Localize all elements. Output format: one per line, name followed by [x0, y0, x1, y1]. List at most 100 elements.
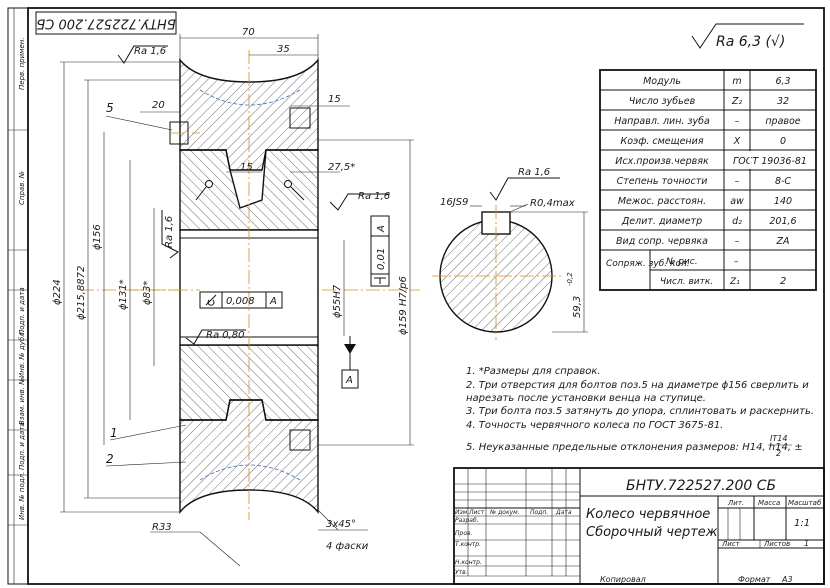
mating-row1-name: № рис.: [665, 257, 698, 267]
dim-20: 20: [152, 100, 165, 111]
tb-name-line2: Сборочный чертеж: [586, 525, 718, 540]
param-sym-6: aw: [730, 196, 744, 207]
note-2a: 2. Три отверстия для болтов поз.5 на диа…: [466, 379, 809, 391]
dim-phi215: ϕ215,8872: [76, 266, 87, 320]
tb-utv: Утв.: [455, 569, 468, 576]
tb-sheets: Листов: [763, 540, 790, 548]
tb-razrab: Разраб.: [455, 517, 479, 524]
tb-prov: Пров.: [455, 530, 473, 537]
tb-col-sign: Подп.: [530, 509, 548, 516]
position-2: 2: [106, 452, 114, 466]
mating-row2-val: 2: [780, 276, 786, 287]
roughness-ra16-vert: Ra 1,6: [164, 216, 175, 248]
dim-phi55: ϕ55H7: [332, 284, 343, 318]
mating-row2-sym: Z₁: [729, 277, 740, 287]
technical-notes: 1. *Размеры для справок. 2. Три отверсти…: [466, 366, 814, 458]
runout-value: 0,008: [226, 296, 255, 307]
margin-label-6: Инв. № подл.: [18, 472, 26, 520]
tb-copied: Копировал: [600, 575, 646, 584]
dim-r33: R33: [152, 522, 172, 533]
margin-label-3: Инв. № дубл.: [18, 330, 26, 378]
tb-scale: Масштаб: [788, 499, 822, 507]
param-val-1: 32: [777, 96, 789, 107]
general-roughness-text: Ra 6,3 (√): [716, 34, 785, 50]
margin-label-0: Перв. примен.: [18, 37, 26, 90]
tb-col-date: Дата: [555, 509, 572, 516]
left-margin-strip: Перв. примен. Справ. № Подп. и дата Инв.…: [7, 7, 29, 585]
title-block: Изм. Лист № докум. Подп. Дата Разраб. Пр…: [453, 467, 825, 585]
param-sym-5: –: [735, 176, 740, 187]
tb-lit: Лит.: [727, 499, 744, 507]
dim-70: 70: [242, 27, 255, 38]
perpendicularity-base: A: [376, 225, 387, 233]
dim-keyway-16js9: 16JS9: [440, 197, 468, 208]
param-sym-7: d₂: [732, 216, 742, 227]
param-val-3: 0: [780, 136, 786, 147]
param-val-2: правое: [765, 116, 800, 127]
param-sym-4: ГОСТ 19036-81: [733, 156, 807, 167]
param-val-6: 140: [774, 196, 792, 207]
tb-col-list: Лист: [468, 509, 485, 516]
param-val-8: ZA: [775, 236, 789, 247]
bottom-strip: Копировал Формат А3: [600, 575, 793, 584]
margin-label-1: Справ. №: [18, 171, 26, 205]
param-name-0: Модуль: [643, 76, 681, 87]
roughness-marks: Ra 1,6 Ra 1,6 Ra 1,6 Ra 0,80: [117, 45, 390, 345]
param-sym-8: –: [735, 236, 740, 247]
tb-nkontr: Н.контр.: [455, 559, 482, 566]
param-sym-1: Z₂: [731, 96, 743, 107]
param-name-2: Направл. лин. зуба: [614, 116, 710, 127]
tb-col-doc: № докум.: [489, 509, 520, 516]
note-1: 1. *Размеры для справок.: [466, 366, 601, 377]
tb-mass: Масса: [758, 499, 780, 507]
dim-27-5: 27,5*: [328, 162, 355, 173]
wheel-section-view: [80, 50, 420, 520]
dim-phi156: ϕ156: [92, 224, 103, 250]
param-name-3: Коэф. смещения: [620, 136, 703, 147]
dim-r04: R0,4max: [530, 198, 575, 209]
tb-scale-value: 1:1: [794, 518, 810, 529]
dim-35: 35: [277, 44, 290, 55]
dim-59-3: 59,3: [572, 296, 583, 318]
mating-group-label: Сопряж. зуб. кол.: [606, 259, 690, 269]
note-2b: нарезать после установки венца на ступиц…: [466, 393, 706, 404]
param-name-7: Делит. диаметр: [621, 216, 702, 227]
rotated-stamp-text: БНТУ.722527.200 СБ: [36, 16, 175, 31]
param-val-5: 8-C: [775, 176, 791, 187]
note-4: 4. Точность червячного колеса по ГОСТ 36…: [466, 420, 723, 431]
tb-code: БНТУ.722527.200 СБ: [626, 478, 776, 494]
roughness-ra16-top: Ra 1,6: [134, 46, 166, 57]
dim-phi83: ϕ83*: [142, 281, 153, 305]
roughness-ra16-key: Ra 1,6: [518, 167, 550, 178]
dim-chamfer-note: 4 фаски: [326, 541, 369, 552]
mating-row1-sym: –: [734, 257, 739, 267]
param-name-5: Степень точности: [617, 176, 708, 187]
mating-row2-name: Числ. витк.: [660, 277, 713, 287]
margin-label-4: Взам. инв. №: [18, 377, 26, 425]
roughness-ra080: Ra 0,80: [206, 330, 245, 341]
datum-a: A: [341, 336, 359, 389]
perpendicularity-value: 0,01: [376, 248, 387, 270]
general-roughness: Ra 6,3 (√): [691, 23, 804, 50]
position-1: 1: [110, 426, 118, 440]
perpendicularity-frame: 0,01 A: [370, 215, 390, 287]
dim-phi224: ϕ224: [52, 279, 63, 305]
parameters-table: [599, 69, 817, 291]
tb-sheets-value: 1: [804, 539, 809, 548]
param-val-0: 6,3: [775, 76, 790, 87]
tb-format: Формат: [738, 575, 771, 584]
param-sym-2: –: [735, 116, 740, 127]
tb-format-value: А3: [781, 575, 793, 584]
note-5-fraction-den: 2: [776, 449, 781, 458]
note-3: 3. Три болта поз.5 затянуть до упора, сп…: [466, 405, 814, 417]
margin-label-5: Подп. и дата: [18, 422, 26, 470]
tb-tkontr: Т.контр.: [455, 541, 481, 548]
tb-sheet: Лист: [721, 540, 741, 548]
keyway-section-view: 16JS9 R0,4max 59,3 -0,2 Ra 1,6: [432, 167, 588, 340]
param-val-7: 201,6: [769, 216, 796, 227]
param-name-6: Межос. расстоян.: [618, 196, 706, 207]
tb-name-line1: Колесо червячное: [586, 507, 710, 522]
dim-phi131: ϕ131*: [118, 279, 129, 310]
tb-col-izm: Изм.: [455, 509, 469, 516]
